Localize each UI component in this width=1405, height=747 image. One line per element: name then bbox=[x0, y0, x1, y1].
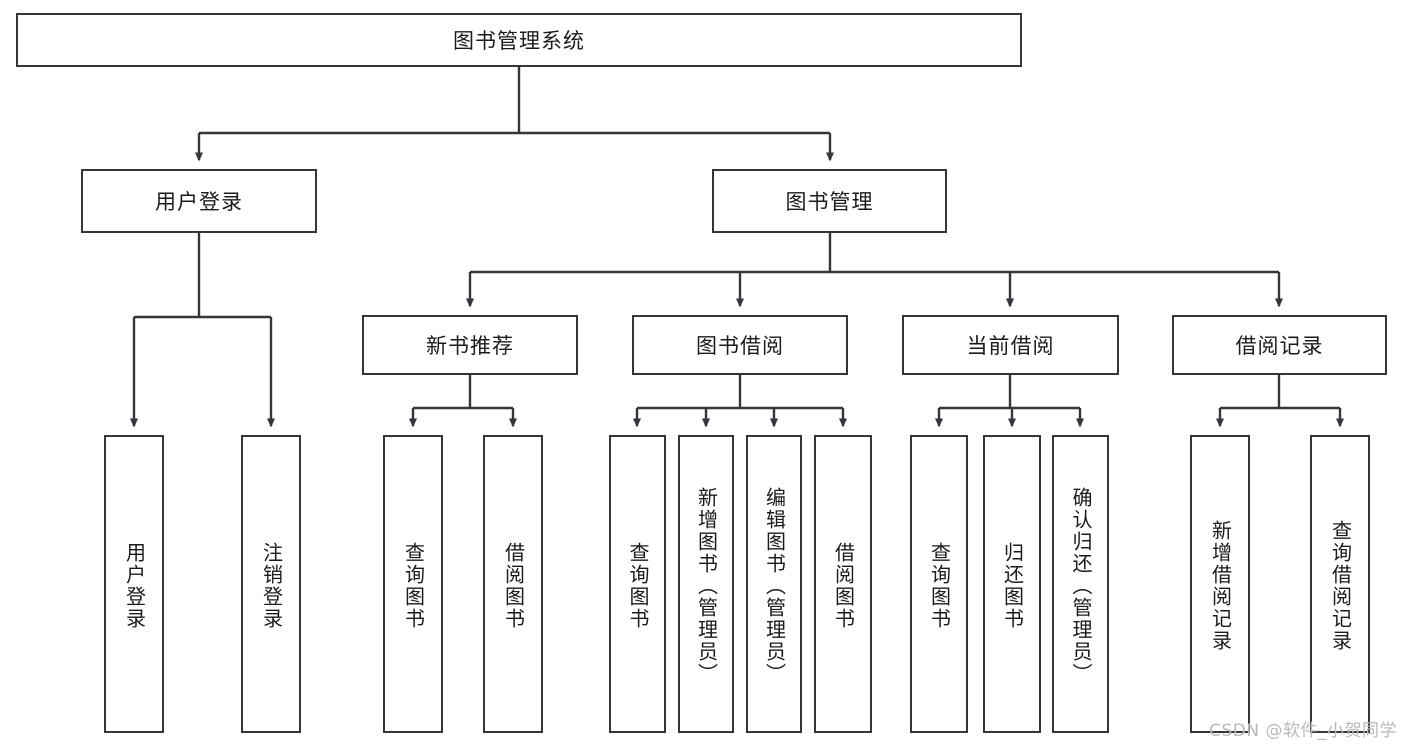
leaf-edit-book-admin-label: 编辑图书（管理员） bbox=[762, 487, 787, 685]
node-new-book-recommend-label: 新书推荐 bbox=[426, 334, 514, 358]
edge-group-new-book bbox=[409, 375, 517, 428]
leaf-query-book-newbook[interactable]: 查询图书 bbox=[383, 435, 443, 733]
leaf-return-book-label: 归还图书 bbox=[1000, 542, 1025, 630]
leaf-query-borrow-record-label: 查询借阅记录 bbox=[1328, 520, 1353, 652]
leaf-add-borrow-record-label: 新增借阅记录 bbox=[1208, 520, 1233, 652]
edge-group-user-login bbox=[130, 233, 275, 428]
leaf-confirm-return-admin[interactable]: 确认归还（管理员） bbox=[1052, 435, 1109, 733]
leaf-confirm-return-admin-label: 确认归还（管理员） bbox=[1069, 487, 1093, 685]
node-root-label: 图书管理系统 bbox=[453, 29, 585, 53]
edge-group-records bbox=[1216, 375, 1344, 428]
node-root[interactable]: 图书管理系统 bbox=[16, 13, 1022, 67]
leaf-query-book-newbook-label: 查询图书 bbox=[401, 542, 426, 630]
leaf-query-book-current[interactable]: 查询图书 bbox=[910, 435, 968, 733]
leaf-return-book[interactable]: 归还图书 bbox=[983, 435, 1041, 733]
leaf-add-borrow-record[interactable]: 新增借阅记录 bbox=[1190, 435, 1250, 733]
node-borrow-record-label: 借阅记录 bbox=[1235, 334, 1324, 358]
leaf-borrow-book-label: 借阅图书 bbox=[831, 542, 856, 630]
node-borrow-record[interactable]: 借阅记录 bbox=[1172, 315, 1387, 375]
node-current-borrow[interactable]: 当前借阅 bbox=[902, 315, 1119, 375]
node-user-login-label: 用户登录 bbox=[155, 190, 243, 214]
leaf-query-book-borrow[interactable]: 查询图书 bbox=[609, 435, 666, 733]
leaf-query-book-current-label: 查询图书 bbox=[927, 542, 952, 630]
node-book-borrow-label: 图书借阅 bbox=[696, 334, 784, 358]
node-book-borrow[interactable]: 图书借阅 bbox=[632, 315, 848, 375]
node-book-management-label: 图书管理 bbox=[785, 190, 874, 214]
leaf-query-borrow-record[interactable]: 查询借阅记录 bbox=[1310, 435, 1370, 733]
leaf-user-login-label: 用户登录 bbox=[122, 542, 147, 630]
node-new-book-recommend[interactable]: 新书推荐 bbox=[362, 315, 578, 375]
node-book-management[interactable]: 图书管理 bbox=[712, 169, 947, 233]
edge-group-current-borrow bbox=[935, 375, 1084, 428]
leaf-logout-label: 注销登录 bbox=[259, 542, 284, 630]
edge-group-root bbox=[195, 67, 834, 162]
leaf-user-login[interactable]: 用户登录 bbox=[104, 435, 164, 733]
leaf-borrow-book[interactable]: 借阅图书 bbox=[814, 435, 872, 733]
leaf-edit-book-admin[interactable]: 编辑图书（管理员） bbox=[746, 435, 802, 733]
edge-group-book-manage bbox=[466, 233, 1283, 308]
leaf-add-book-admin-label: 新增图书（管理员） bbox=[694, 487, 719, 685]
leaf-query-book-borrow-label: 查询图书 bbox=[626, 542, 650, 630]
leaf-borrow-book-newbook-label: 借阅图书 bbox=[501, 542, 526, 630]
node-current-borrow-label: 当前借阅 bbox=[966, 334, 1055, 358]
leaf-borrow-book-newbook[interactable]: 借阅图书 bbox=[483, 435, 543, 733]
leaf-add-book-admin[interactable]: 新增图书（管理员） bbox=[678, 435, 734, 733]
edge-group-borrow bbox=[633, 375, 847, 428]
leaf-logout[interactable]: 注销登录 bbox=[241, 435, 301, 733]
node-user-login[interactable]: 用户登录 bbox=[81, 169, 317, 233]
